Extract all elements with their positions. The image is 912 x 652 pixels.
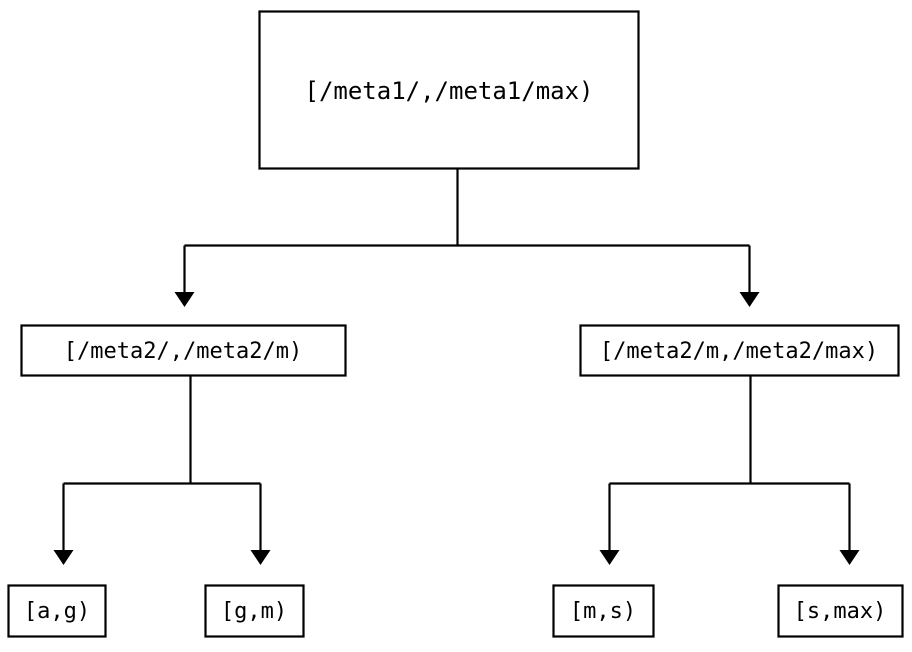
node-leaf-2-box[interactable] bbox=[204, 584, 305, 638]
node-leaf-2[interactable]: [g,m) bbox=[204, 584, 305, 638]
edge-group-mid-right bbox=[599, 376, 860, 565]
node-leaf-4[interactable]: [s,max) bbox=[777, 584, 904, 638]
node-leaf-3-box[interactable] bbox=[552, 584, 655, 638]
edge-group-root bbox=[174, 169, 760, 307]
arrowhead-icon-leaf-2 bbox=[250, 550, 271, 565]
node-leaf-1-label: [a,g) bbox=[24, 599, 90, 624]
node-mid-right-box[interactable] bbox=[579, 324, 900, 377]
node-leaf-3[interactable]: [m,s) bbox=[552, 584, 655, 638]
node-mid-left-box[interactable] bbox=[20, 324, 347, 377]
node-mid-left[interactable]: [/meta2/,/meta2/m) bbox=[20, 324, 347, 377]
node-mid-left-label: [/meta2/,/meta2/m) bbox=[64, 339, 302, 364]
arrowhead-icon-leaf-4 bbox=[839, 550, 860, 565]
node-mid-right[interactable]: [/meta2/m,/meta2/max) bbox=[579, 324, 900, 377]
node-leaf-2-label: [g,m) bbox=[221, 599, 287, 624]
arrowhead-icon-leaf-3 bbox=[599, 550, 620, 565]
arrowhead-icon-mid-left bbox=[174, 292, 195, 307]
node-root[interactable]: [/meta1/,/meta1/max) bbox=[258, 10, 640, 170]
node-root-box[interactable] bbox=[258, 10, 640, 170]
node-leaf-1-box[interactable] bbox=[7, 584, 107, 638]
arrowhead-icon-leaf-1 bbox=[53, 550, 74, 565]
node-leaf-4-label: [s,max) bbox=[794, 599, 887, 624]
edge-group-mid-left bbox=[53, 376, 271, 565]
node-leaf-4-box[interactable] bbox=[777, 584, 904, 638]
node-leaf-1[interactable]: [a,g) bbox=[7, 584, 107, 638]
arrowhead-icon-mid-right bbox=[739, 292, 760, 307]
node-mid-right-label: [/meta2/m,/meta2/max) bbox=[600, 339, 878, 364]
node-root-label: [/meta1/,/meta1/max) bbox=[305, 77, 594, 105]
node-leaf-3-label: [m,s) bbox=[570, 599, 636, 624]
